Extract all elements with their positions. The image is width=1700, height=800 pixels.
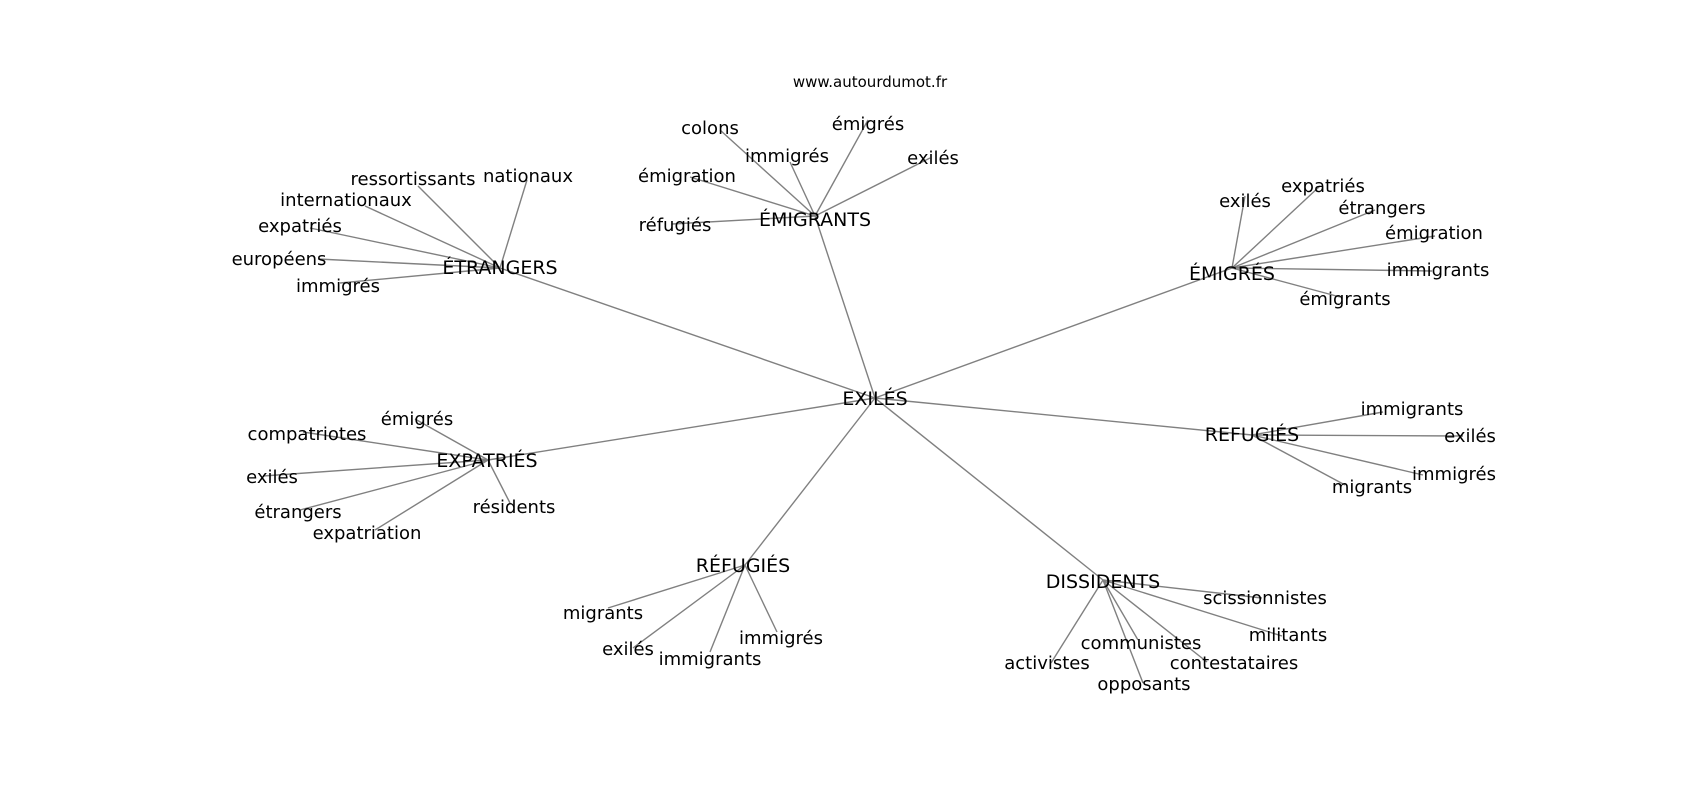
hub-leaf-edge — [317, 258, 501, 269]
center-hub-edge — [814, 215, 876, 399]
leaf-word: immigrants — [1361, 399, 1464, 420]
leaf-word: migrants — [1332, 477, 1412, 498]
leaf-word: européens — [232, 249, 327, 270]
leaf-word: contestataires — [1170, 653, 1298, 674]
hub-leaf-edge — [1231, 267, 1433, 272]
leaf-word: exilés — [1444, 426, 1496, 447]
hub-leaf-edge — [364, 205, 501, 269]
hub-word: ÉTRANGERS — [442, 256, 557, 279]
leaf-word: immigrés — [739, 628, 823, 649]
leaf-word: nationaux — [483, 166, 573, 187]
hub-leaf-edge — [499, 179, 528, 269]
hub-leaf-edge — [1251, 434, 1464, 437]
hub-leaf-edge — [1231, 185, 1321, 269]
leaf-word: étrangers — [254, 502, 341, 523]
hub-leaf-edge — [689, 176, 816, 217]
hub-leaf-edge — [262, 459, 489, 477]
leaf-word: exilés — [1219, 191, 1271, 212]
hub-word: REFUGIÉS — [1205, 423, 1299, 446]
center-hub-edge — [744, 397, 876, 566]
hub-leaf-edge — [1251, 434, 1424, 476]
hub-leaf-edge — [414, 418, 489, 461]
leaf-word: exilés — [602, 639, 654, 660]
hub-leaf-edge — [1102, 579, 1208, 663]
leaf-word: réfugiés — [639, 215, 712, 236]
graph-edges — [262, 119, 1464, 684]
graph-labels: www.autourdumot.fr EXILÉS ÉTRANGERS ressor… — [232, 73, 1496, 695]
leaf-word: ressortissants — [351, 169, 476, 190]
hub-leaf-edge — [1102, 579, 1283, 637]
leaf-word: scissionnistes — [1203, 588, 1327, 609]
leaf-word: immigrés — [296, 276, 380, 297]
leaf-word: étrangers — [1338, 198, 1425, 219]
hub-leaf-edge — [1050, 579, 1104, 664]
leaf-word: émigration — [638, 166, 736, 187]
hub-leaf-edge — [374, 459, 489, 531]
hub-leaf-edge — [417, 185, 501, 269]
hub-leaf-edge — [339, 267, 501, 284]
hub-word: EXPATRIÉS — [436, 449, 537, 472]
hub-leaf-edge — [719, 129, 816, 217]
leaf-word: opposants — [1097, 674, 1190, 695]
hub-word: ÉMIGRÉS — [1189, 262, 1275, 285]
leaf-word: expatriés — [1281, 176, 1365, 197]
hub-leaf-edge — [607, 564, 746, 609]
hub-leaf-edge — [309, 227, 501, 269]
hub-leaf-edge — [1231, 195, 1246, 269]
center-hub-edge — [499, 267, 876, 399]
hub-leaf-edge — [1102, 579, 1144, 684]
hub-leaf-edge — [671, 215, 816, 225]
center-hub-edge — [487, 397, 876, 461]
center-word: EXILÉS — [842, 387, 907, 410]
leaf-word: immigrés — [745, 146, 829, 167]
hub-leaf-edge — [632, 564, 746, 649]
hub-leaf-edge — [744, 564, 778, 633]
leaf-word: émigrés — [381, 409, 454, 430]
hub-leaf-edge — [1102, 579, 1263, 599]
leaf-word: expatriation — [313, 523, 422, 544]
hub-word: ÉMIGRANTS — [759, 208, 871, 231]
center-hub-edge — [874, 267, 1233, 399]
leaf-word: émigrés — [832, 114, 905, 135]
leaf-word: internationaux — [280, 190, 412, 211]
leaf-word: exilés — [246, 467, 298, 488]
hub-leaf-edge — [1231, 209, 1376, 269]
hub-leaf-edge — [1251, 434, 1346, 486]
leaf-word: expatriés — [258, 216, 342, 237]
leaf-word: émigrants — [1299, 289, 1390, 310]
leaf-word: activistes — [1004, 653, 1090, 674]
hub-leaf-edge — [1251, 411, 1384, 436]
hub-leaf-edge — [299, 459, 489, 511]
hub-leaf-edge — [1231, 235, 1436, 269]
leaf-word: résidents — [473, 497, 556, 518]
center-hub-edge — [874, 397, 1104, 581]
hub-leaf-edge — [814, 157, 931, 217]
leaf-word: exilés — [907, 148, 959, 169]
hub-leaf-edge — [302, 431, 489, 461]
hub-word: DISSIDENTS — [1046, 571, 1160, 593]
source-url: www.autourdumot.fr — [793, 73, 948, 91]
hub-leaf-edge — [709, 564, 746, 653]
leaf-word: immigrés — [1412, 464, 1496, 485]
leaf-word: immigrants — [1387, 260, 1490, 281]
hub-leaf-edge — [814, 119, 869, 217]
leaf-word: émigration — [1385, 223, 1483, 244]
leaf-word: immigrants — [659, 649, 762, 670]
hub-word: RÉFUGIÉS — [696, 554, 790, 577]
hub-leaf-edge — [1231, 267, 1341, 298]
leaf-word: colons — [681, 118, 739, 139]
hub-leaf-edge — [1102, 579, 1139, 641]
hub-leaf-edge — [789, 161, 816, 217]
leaf-word: militants — [1249, 625, 1327, 646]
leaf-word: migrants — [563, 603, 643, 624]
leaf-word: communistes — [1081, 633, 1202, 654]
leaf-word: compatriotes — [248, 424, 367, 445]
center-hub-edge — [874, 397, 1253, 436]
hub-leaf-edge — [487, 459, 511, 504]
